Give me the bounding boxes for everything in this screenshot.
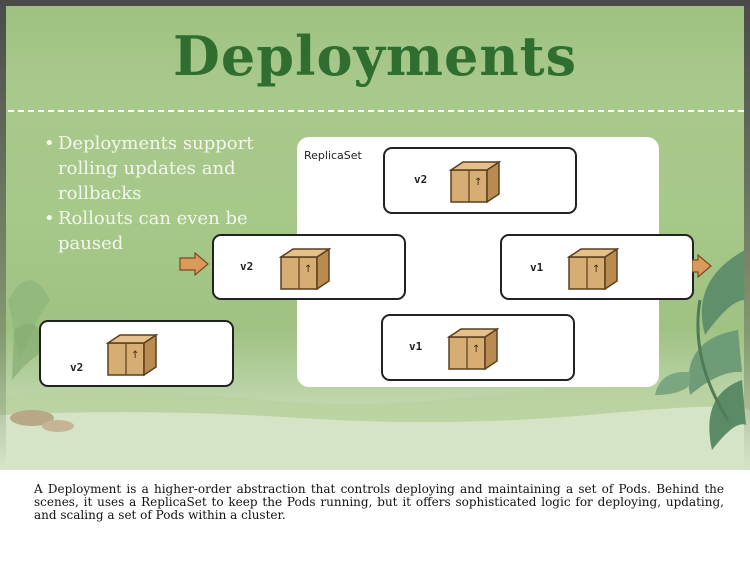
package-box-icon: ↑ <box>567 247 619 291</box>
pod-version-label: v2 <box>70 361 84 374</box>
bullet-item: Rollouts can even be paused <box>44 206 274 256</box>
pod-version-label: v2 <box>240 260 254 273</box>
box-arrow-glyph: ↑ <box>304 264 312 275</box>
slide-top-border <box>0 0 750 6</box>
title-divider <box>8 110 744 112</box>
slide-right-border <box>744 0 750 470</box>
pod-version-label: v2 <box>414 173 428 186</box>
package-box-icon: ↑ <box>279 247 331 291</box>
box-arrow-glyph: ↑ <box>131 350 139 361</box>
box-arrow-glyph: ↑ <box>474 177 482 188</box>
box-arrow-glyph: ↑ <box>472 344 480 355</box>
slide-title: Deployments <box>173 24 577 88</box>
bullet-list: Deployments support rolling updates and … <box>44 131 274 256</box>
outgoing-arrow-icon <box>692 254 712 278</box>
package-box-icon: ↑ <box>447 327 499 371</box>
slide: Deployments Deployments support rolling … <box>0 0 750 470</box>
package-box-icon: ↑ <box>449 160 501 204</box>
pod-version-label: v1 <box>530 261 544 274</box>
bullet-item: Deployments support rolling updates and … <box>44 131 274 206</box>
slide-caption: A Deployment is a higher-order abstracti… <box>34 482 724 522</box>
pod-version-label: v1 <box>409 340 423 353</box>
box-arrow-glyph: ↑ <box>592 264 600 275</box>
replicaset-label: ReplicaSet <box>304 149 362 162</box>
incoming-arrow-icon <box>179 252 209 276</box>
package-box-icon: ↑ <box>106 333 158 377</box>
slide-left-border <box>0 0 6 470</box>
